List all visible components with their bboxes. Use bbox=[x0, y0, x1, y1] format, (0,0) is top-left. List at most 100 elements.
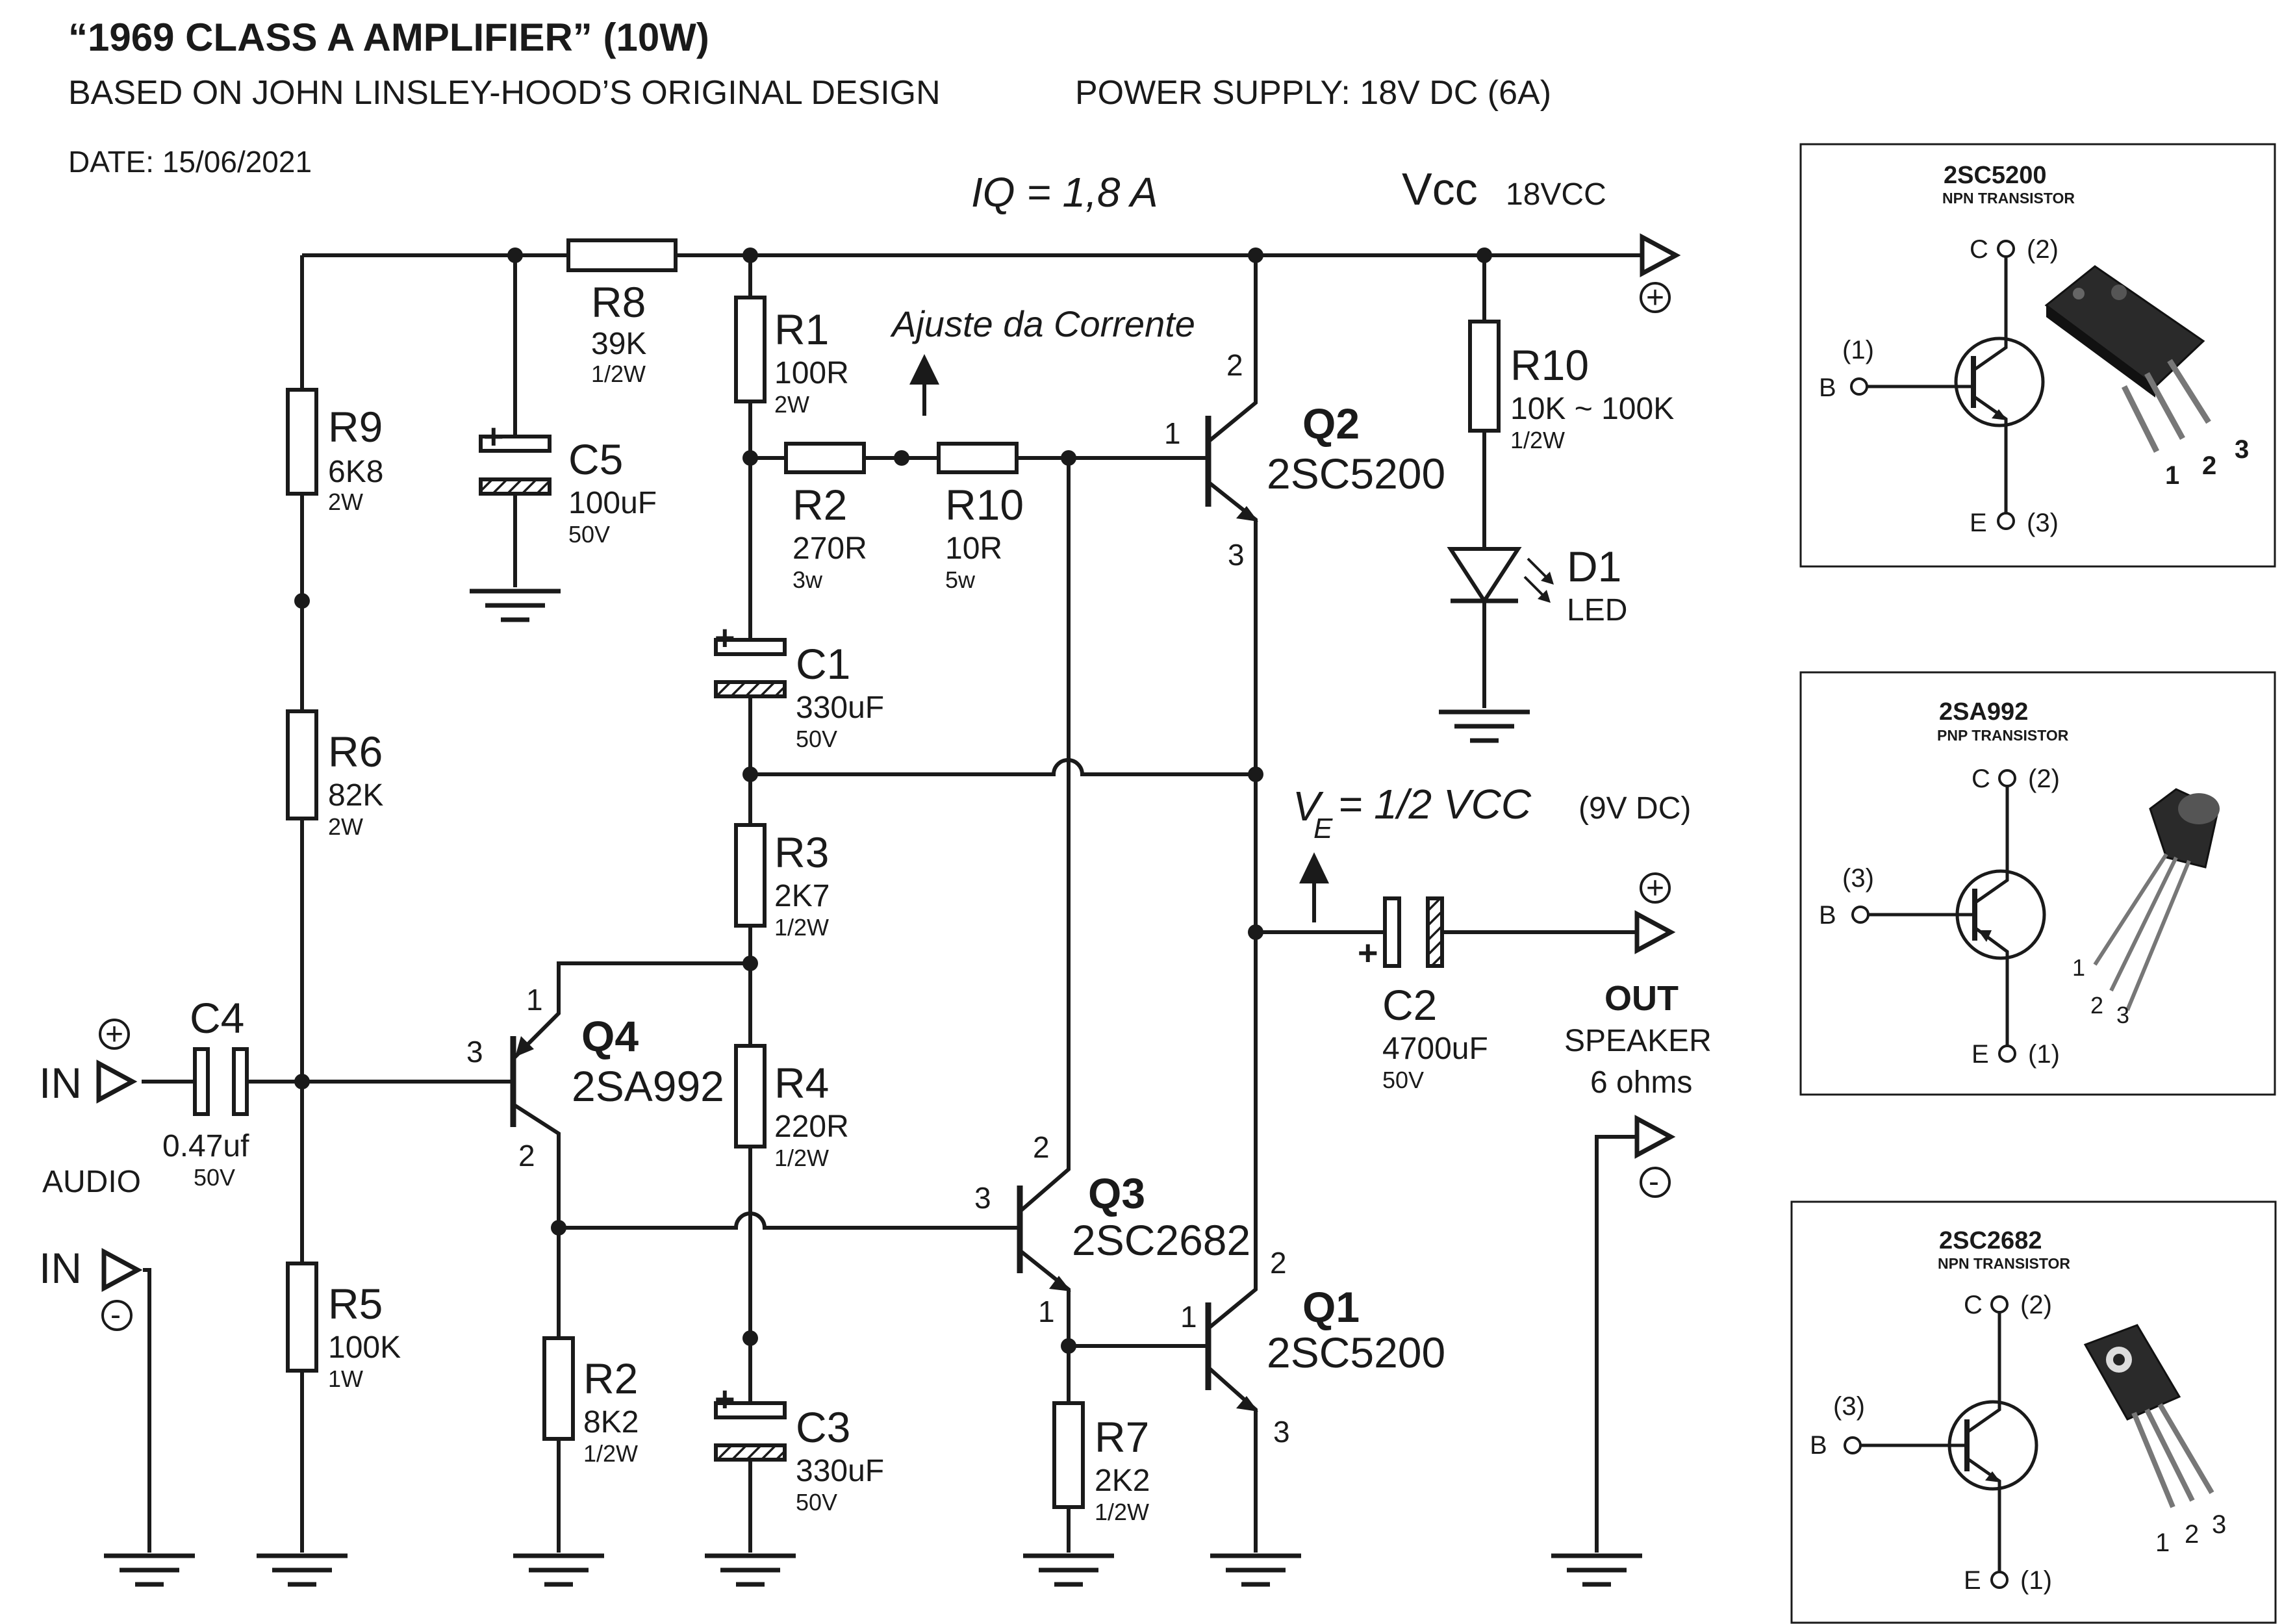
r8-rating: 1/2W bbox=[591, 361, 646, 387]
svg-text:1: 1 bbox=[1180, 1300, 1197, 1334]
c5-rating: 50V bbox=[568, 521, 610, 548]
legend-c-pin: (2) bbox=[2020, 1291, 2052, 1319]
c4-value: 0.47uf bbox=[162, 1129, 249, 1163]
r2b-ref: R2 bbox=[583, 1354, 638, 1402]
vcc-value-label: 18VCC bbox=[1506, 177, 1606, 212]
adjust-arrow-head bbox=[909, 354, 939, 385]
svg-text:2: 2 bbox=[1270, 1246, 1287, 1280]
component-labels: R8 39K 1/2W R1 100R 2W R9 6K8 2W C5 100u… bbox=[162, 278, 1674, 1525]
legend-b: B bbox=[1810, 1431, 1827, 1460]
q4-ref: Q4 bbox=[581, 1012, 639, 1060]
r10a-ref: R10 bbox=[945, 481, 1024, 529]
r6-value: 82K bbox=[328, 778, 383, 813]
speaker-label: SPEAKER bbox=[1564, 1024, 1712, 1058]
r1-rating: 2W bbox=[774, 391, 809, 418]
vcc-plus-sign: + bbox=[1646, 281, 1664, 315]
legend-lead-3: 3 bbox=[2212, 1510, 2226, 1539]
legend-b: B bbox=[1819, 901, 1836, 930]
r9-ref: R9 bbox=[328, 403, 383, 451]
q2-part: 2SC5200 bbox=[1267, 450, 1445, 498]
svg-text:3: 3 bbox=[1273, 1415, 1290, 1449]
c3-plus: + bbox=[715, 1380, 735, 1419]
wires bbox=[142, 253, 1642, 1553]
legend-c: C bbox=[1972, 765, 1990, 793]
to264-package-icon bbox=[2044, 265, 2211, 453]
r6-rating: 2W bbox=[328, 813, 363, 840]
r4-ref: R4 bbox=[774, 1059, 829, 1107]
legend-c-pin: (2) bbox=[2027, 235, 2059, 264]
legend-e: E bbox=[1970, 509, 1987, 537]
legend-e-pin: (1) bbox=[2020, 1566, 2052, 1595]
legend-lead-1: 1 bbox=[2165, 461, 2179, 490]
svg-text:1: 1 bbox=[1164, 416, 1181, 450]
legend-c-pin: (2) bbox=[2028, 765, 2060, 793]
r3-ref: R3 bbox=[774, 828, 829, 876]
legend-c: C bbox=[1964, 1291, 1983, 1319]
q2-ref: Q2 bbox=[1302, 400, 1360, 448]
r10b-ref: R10 bbox=[1510, 341, 1589, 389]
legend-e-pin: (1) bbox=[2028, 1040, 2060, 1069]
r1-ref: R1 bbox=[774, 305, 829, 353]
r2a-value: 270R bbox=[792, 531, 867, 566]
legend-lead-2: 2 bbox=[2202, 451, 2216, 480]
r4-value: 220R bbox=[774, 1110, 849, 1144]
to126-package-icon bbox=[2083, 1324, 2214, 1508]
legend-lead-3: 3 bbox=[2235, 435, 2249, 464]
c3-value: 330uF bbox=[796, 1454, 884, 1488]
r2b-rating: 1/2W bbox=[583, 1440, 638, 1467]
terminal-polarity-circles bbox=[99, 282, 1671, 1331]
r5-value: 100K bbox=[328, 1330, 401, 1365]
r6-ref: R6 bbox=[328, 728, 383, 776]
input-plus-label: IN bbox=[39, 1059, 82, 1107]
r5-ref: R5 bbox=[328, 1280, 383, 1328]
legend-lead-3: 3 bbox=[2116, 1002, 2129, 1028]
r10a-value: 10R bbox=[945, 531, 1002, 566]
schematic-subtitle: BASED ON JOHN LINSLEY-HOOD’S ORIGINAL DE… bbox=[68, 74, 941, 112]
audio-label: AUDIO bbox=[42, 1165, 141, 1199]
r5-rating: 1W bbox=[328, 1365, 363, 1392]
legend-lead-1: 1 bbox=[2072, 954, 2085, 981]
current-adjust-label: Ajuste da Corrente bbox=[890, 303, 1195, 344]
r2b-value: 8K2 bbox=[583, 1405, 639, 1440]
r2a-rating: 3w bbox=[792, 566, 823, 593]
r4-rating: 1/2W bbox=[774, 1145, 829, 1171]
c2-rating: 50V bbox=[1382, 1067, 1424, 1093]
resistor-bodies bbox=[286, 238, 1501, 1509]
schematic-title: “1969 CLASS A AMPLIFIER” (10W) bbox=[68, 16, 709, 59]
c5-value: 100uF bbox=[568, 486, 657, 520]
legend-type: NPN TRANSISTOR bbox=[1942, 190, 2075, 207]
q3-ref: Q3 bbox=[1088, 1169, 1145, 1217]
ve-subscript: E bbox=[1313, 813, 1333, 844]
legend-b-pin: (3) bbox=[1833, 1392, 1865, 1421]
q4-part: 2SA992 bbox=[572, 1062, 724, 1110]
r9-rating: 2W bbox=[328, 488, 363, 515]
in-plus-sign: + bbox=[105, 1017, 123, 1052]
c2-plus: + bbox=[1358, 933, 1378, 972]
q1-transistor-symbol bbox=[1205, 1257, 1258, 1436]
r8-ref: R8 bbox=[591, 278, 646, 326]
legend-type: NPN TRANSISTOR bbox=[1938, 1255, 2070, 1272]
legend-card-2sc5200: 2SC5200 NPN TRANSISTOR C (2) (1) B E (3)… bbox=[1799, 143, 2276, 568]
legend-part: 2SC5200 bbox=[1944, 162, 2046, 189]
c1-value: 330uF bbox=[796, 691, 884, 725]
date-label: DATE: 15/06/2021 bbox=[68, 145, 312, 179]
r10a-rating: 5w bbox=[945, 566, 976, 593]
svg-text:3: 3 bbox=[974, 1181, 991, 1215]
to92-package-icon bbox=[2093, 788, 2220, 1011]
svg-text:1: 1 bbox=[526, 983, 543, 1017]
quiescent-current-label: IQ = 1,8 A bbox=[971, 169, 1158, 216]
junction-dots bbox=[294, 247, 1492, 1354]
power-supply-label: POWER SUPPLY: 18V DC (6A) bbox=[1075, 74, 1551, 112]
svg-text:3: 3 bbox=[1228, 538, 1245, 572]
svg-text:2: 2 bbox=[1033, 1130, 1050, 1164]
c4-ref: C4 bbox=[190, 994, 244, 1042]
legend-card-2sc2682: 2SC2682 NPN TRANSISTOR C (2) (3) B E (1)… bbox=[1790, 1200, 2277, 1624]
c3-rating: 50V bbox=[796, 1489, 837, 1516]
r3-value: 2K7 bbox=[774, 879, 830, 913]
svg-text:2: 2 bbox=[1226, 348, 1243, 382]
legend-e: E bbox=[1972, 1040, 1989, 1069]
input-minus-label: IN bbox=[39, 1244, 82, 1292]
legend-e-pin: (3) bbox=[2027, 509, 2059, 537]
legend-lead-2: 2 bbox=[2185, 1520, 2199, 1549]
